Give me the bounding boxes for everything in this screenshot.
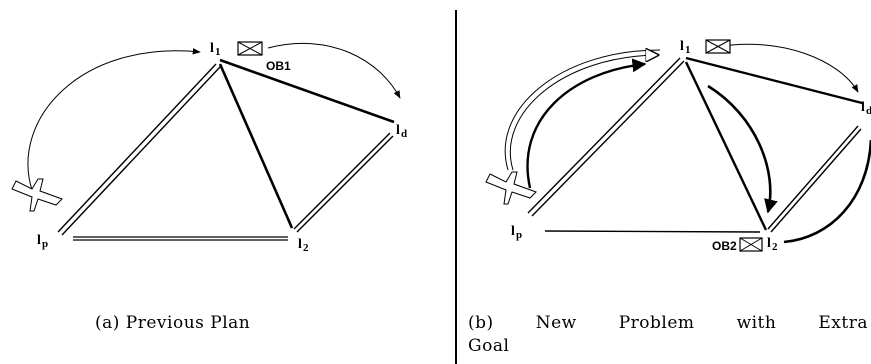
node-ld-main: l (861, 100, 865, 115)
node-l2: l 2 (298, 237, 309, 254)
new-arrow-l1-to-l2 (707, 84, 778, 214)
old-arrow-lp-to-l1 (504, 50, 661, 171)
node-lp-main: l (37, 233, 41, 248)
node-l1-sub: 1 (215, 46, 221, 58)
envelope-icon (739, 237, 763, 252)
caption-b-line1: (b) New Problem with Extra (468, 312, 868, 335)
edge-ld-l2 (767, 125, 862, 233)
panel-b: OB2 l 1 l d l 2 l p (485, 39, 871, 253)
envelope-icon (237, 41, 263, 56)
caption-b-word: Extra (818, 313, 868, 333)
node-l1: l 1 (210, 41, 221, 58)
caption-b-word: (b) (468, 313, 494, 333)
node-l2-sub: 2 (772, 241, 778, 253)
node-ld: l d (861, 100, 871, 117)
node-l1-sub: 1 (685, 44, 691, 56)
plan-arrow-l1-to-ld (267, 43, 401, 99)
new-arrow-l2-to-ld (783, 139, 871, 244)
plan-arrow-lp-to-l1 (27, 48, 201, 191)
old-arrow-l1-to-ld (717, 43, 859, 93)
caption-b: (b) New Problem with Extra Goal (468, 312, 868, 358)
node-lp-sub: p (516, 229, 522, 241)
node-l2-main: l (298, 237, 302, 252)
edge-lp-l2 (544, 230, 761, 233)
object-label-ob1: OB1 (266, 59, 291, 73)
caption-a: (a) Previous Plan (95, 313, 251, 333)
node-ld-sub: d (401, 128, 407, 140)
node-ld-main: l (396, 123, 400, 138)
node-ld-sub: d (866, 105, 871, 117)
node-lp-main: l (511, 224, 515, 239)
node-l1: l 1 (680, 39, 691, 56)
edge-l1-ld (685, 56, 863, 105)
caption-b-word: with (736, 313, 777, 333)
node-ld: l d (396, 123, 407, 140)
object-label-ob2: OB2 (712, 239, 737, 253)
caption-b-word: New (535, 313, 577, 333)
node-l1-main: l (680, 39, 684, 54)
edge-lp-l1 (57, 63, 221, 236)
node-lp: l p (37, 233, 48, 250)
node-l2-main: l (767, 236, 771, 251)
edge-ld-l2 (293, 132, 394, 233)
node-l1-main: l (210, 41, 214, 56)
envelope-icon (705, 39, 731, 54)
node-l2-sub: 2 (303, 242, 309, 254)
edge-l1-l2 (684, 61, 768, 231)
node-lp-sub: p (42, 238, 48, 250)
new-arrow-lp-to-l1 (526, 58, 647, 189)
panel-a: OB1 l 1 l d l 2 l p (11, 41, 407, 254)
edge-l1-l2 (218, 63, 294, 229)
caption-b-word: Problem (618, 313, 695, 333)
edge-l1-ld (219, 58, 395, 124)
airplane-icon (485, 171, 537, 205)
node-l2: l 2 (767, 236, 778, 253)
airplane-icon (11, 178, 63, 212)
edge-lp-l1 (527, 57, 685, 217)
node-lp: l p (511, 224, 522, 241)
caption-b-line2: Goal (468, 336, 510, 356)
edge-lp-l2 (73, 236, 288, 241)
